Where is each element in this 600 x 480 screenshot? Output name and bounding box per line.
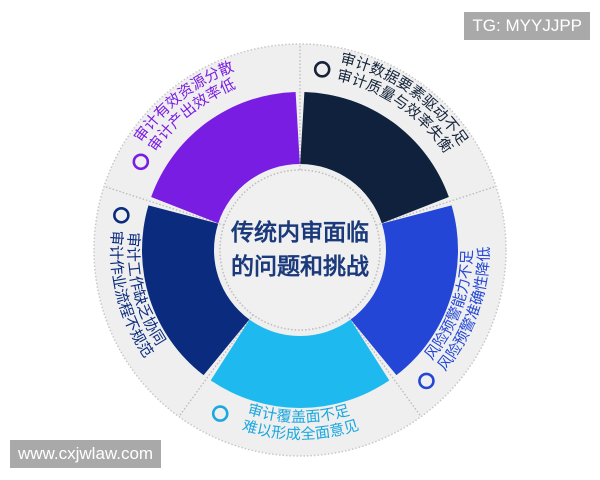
watermark-bottom: www.cxjwlaw.com	[10, 440, 162, 468]
segment-data	[300, 92, 449, 224]
bullet-circle-icon	[313, 61, 331, 78]
bullet-circle-icon	[132, 153, 150, 171]
bullet-circle-icon	[211, 405, 229, 422]
center-circle	[219, 169, 381, 331]
center-title-line1: 传统内审面临	[230, 219, 369, 246]
segment-resources	[151, 92, 300, 224]
divider	[346, 314, 422, 418]
dividers	[103, 44, 497, 418]
watermark-top: TG: MYYJJPP	[464, 12, 590, 40]
segment-collaboration	[141, 205, 250, 376]
divider	[178, 314, 254, 418]
center-title-line2: 的问题和挑战	[231, 253, 369, 280]
bullet-circle-icon	[113, 206, 130, 224]
divider	[103, 185, 225, 226]
segment-coverage	[210, 319, 390, 408]
segments	[141, 92, 458, 408]
segment-risk	[350, 205, 458, 376]
bullet-circle-icon	[418, 372, 435, 390]
